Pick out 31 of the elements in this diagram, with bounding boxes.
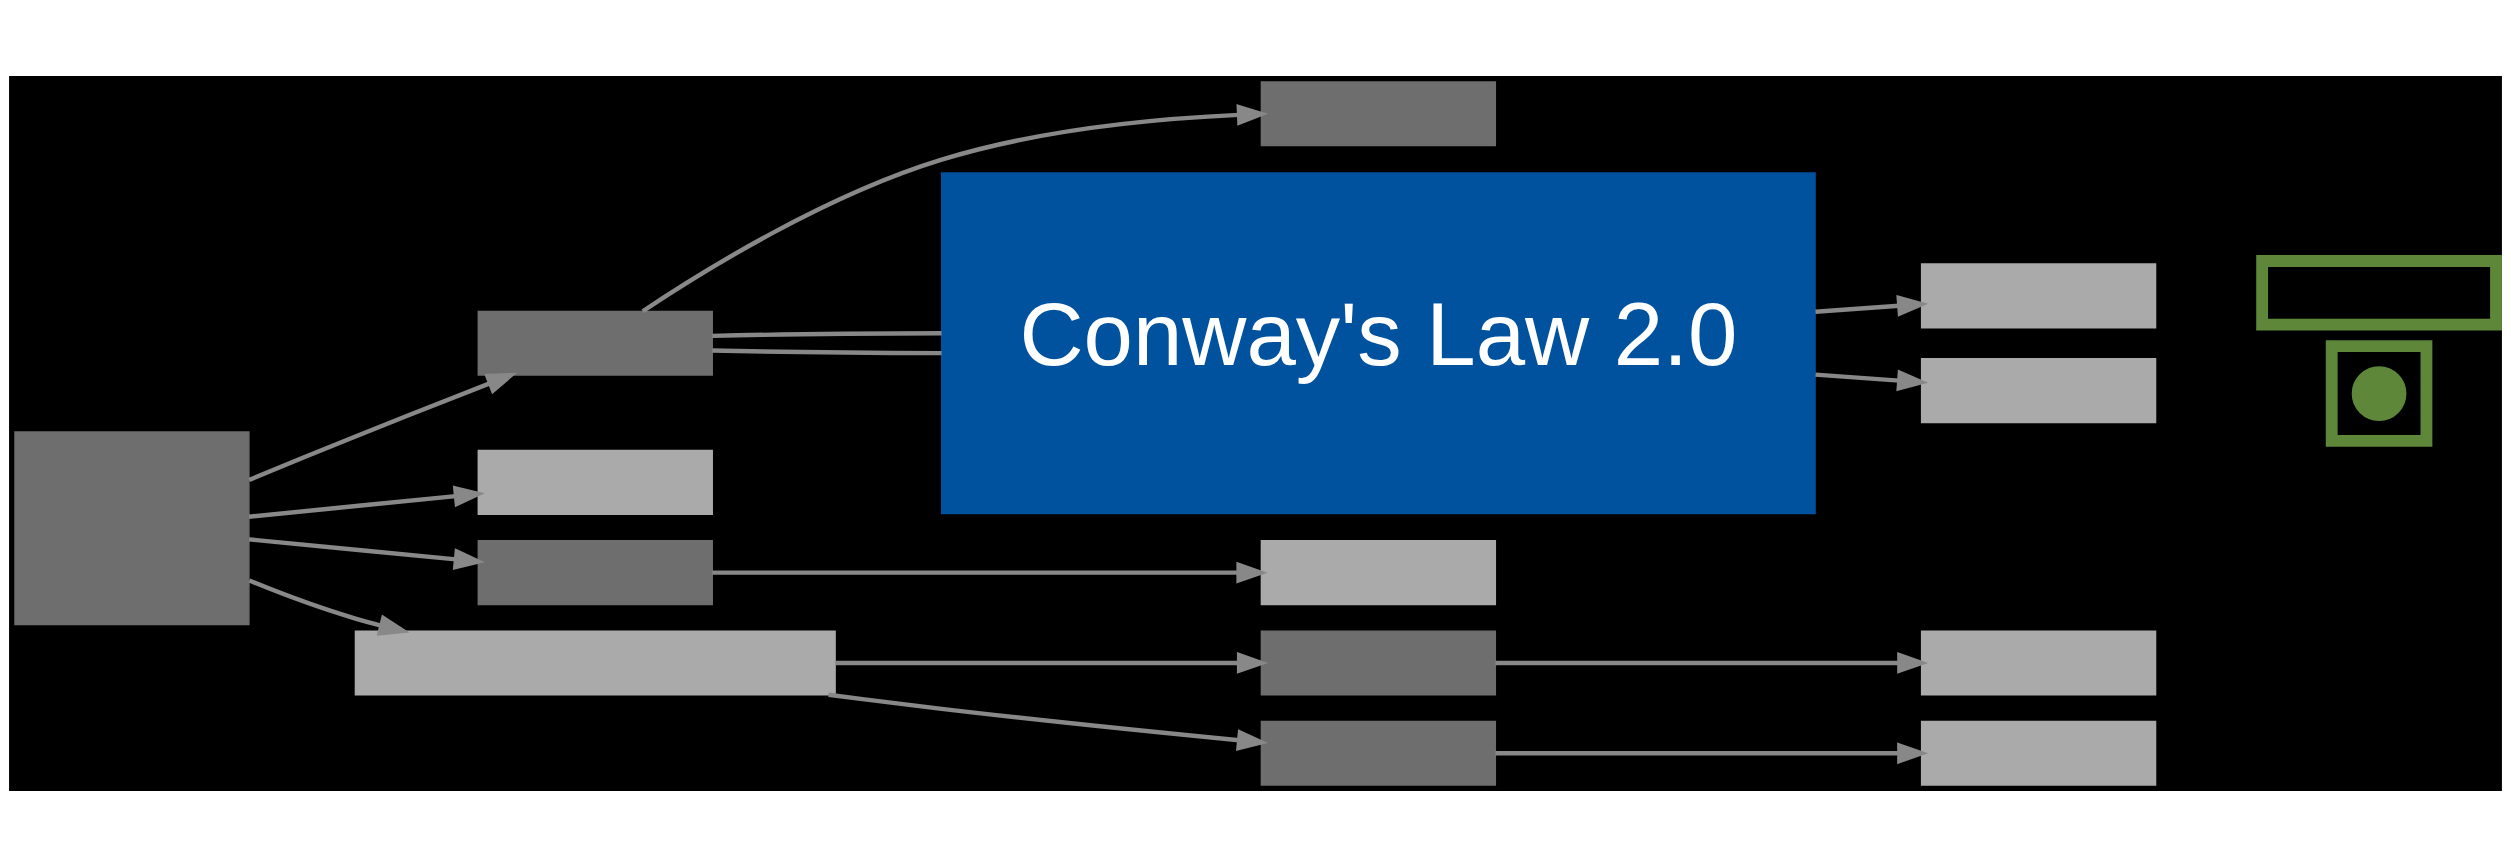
arrow bbox=[248, 372, 518, 482]
node-box bbox=[14, 430, 250, 625]
arrow bbox=[1495, 651, 1929, 674]
node-box bbox=[1260, 720, 1497, 786]
node-box bbox=[1920, 720, 2157, 786]
node-box bbox=[477, 539, 713, 605]
arrow bbox=[1495, 741, 1929, 764]
node-box bbox=[1920, 262, 2157, 328]
node-box bbox=[1260, 80, 1497, 146]
arrow bbox=[835, 651, 1269, 674]
node-box bbox=[2256, 254, 2502, 331]
arrow bbox=[248, 578, 410, 636]
node-box bbox=[354, 629, 836, 695]
node-box bbox=[1260, 539, 1497, 605]
arrow bbox=[1815, 369, 1929, 391]
node-box bbox=[1260, 629, 1497, 695]
arrow bbox=[828, 692, 1268, 751]
arrow bbox=[712, 561, 1268, 584]
node-box bbox=[477, 310, 713, 376]
arrow bbox=[641, 103, 1269, 313]
node-box bbox=[477, 449, 713, 515]
arrow bbox=[248, 536, 485, 570]
node-circle bbox=[2351, 365, 2407, 421]
arrow bbox=[1815, 294, 1929, 317]
arrow bbox=[248, 484, 485, 519]
connector bbox=[712, 330, 942, 338]
node-box: Conway's Law 2.0 bbox=[940, 171, 1816, 514]
cluster bbox=[2325, 339, 2433, 447]
connector bbox=[712, 347, 942, 355]
node-box bbox=[1920, 357, 2157, 423]
node-box bbox=[1920, 629, 2157, 695]
